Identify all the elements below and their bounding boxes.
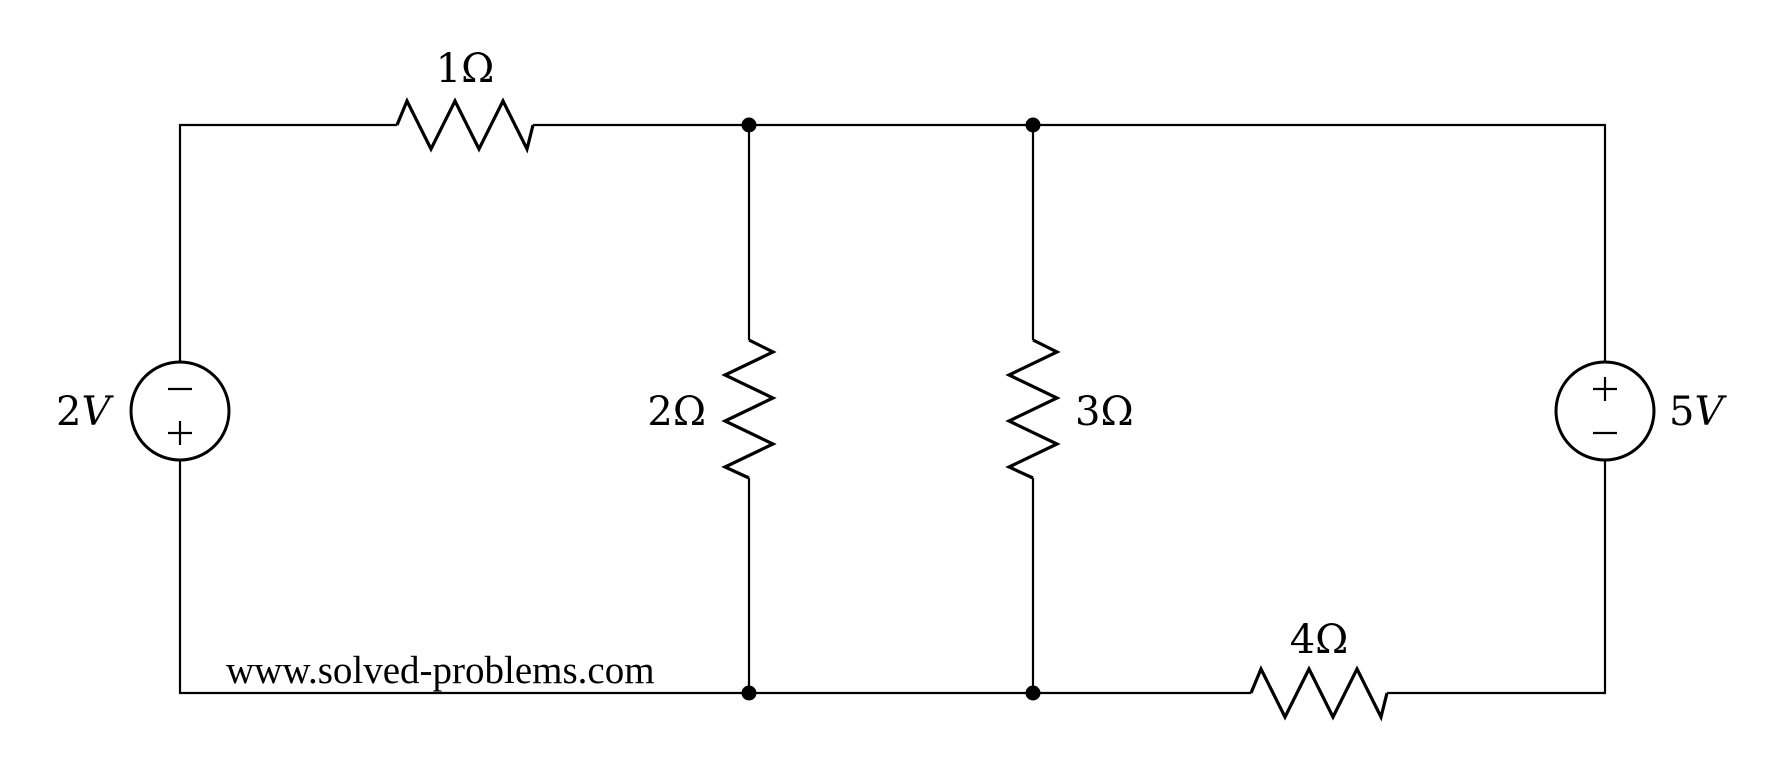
wire-bottom-left	[178, 460, 1251, 695]
resistor-2-ohm	[721, 338, 777, 480]
label-source-right: 5V	[1669, 389, 1727, 435]
label-r3: 3Ω	[1075, 389, 1134, 435]
wire-left-top	[178, 123, 397, 362]
voltage-source-left	[129, 360, 231, 462]
voltage-source-left-body	[129, 360, 231, 462]
voltage-source-right-body	[1554, 360, 1656, 462]
label-source-right-value: 5	[1669, 389, 1694, 435]
label-source-left-unit: V	[81, 389, 114, 435]
label-r2: 2Ω	[647, 389, 706, 435]
resistor-3-ohm	[1005, 338, 1061, 480]
label-r1: 1Ω	[436, 46, 495, 92]
label-source-left-value: 2	[56, 389, 81, 435]
wire-bottom-right	[1387, 460, 1607, 695]
resistor-1-ohm	[395, 97, 535, 154]
junction-node-top-right	[1025, 117, 1041, 133]
resistor-4-ohm	[1249, 665, 1389, 722]
wires	[178, 123, 1607, 695]
label-source-left: 2V	[56, 389, 114, 435]
junction-node-bottom-right	[1025, 685, 1041, 701]
watermark-text: www.solved-problems.com	[226, 649, 655, 692]
junction-node-top-left	[741, 117, 757, 133]
junction-node-bottom-left	[741, 685, 757, 701]
voltage-source-right	[1554, 360, 1656, 462]
wire-top	[533, 123, 1607, 362]
label-r4: 4Ω	[1290, 617, 1349, 663]
label-source-right-unit: V	[1694, 389, 1727, 435]
